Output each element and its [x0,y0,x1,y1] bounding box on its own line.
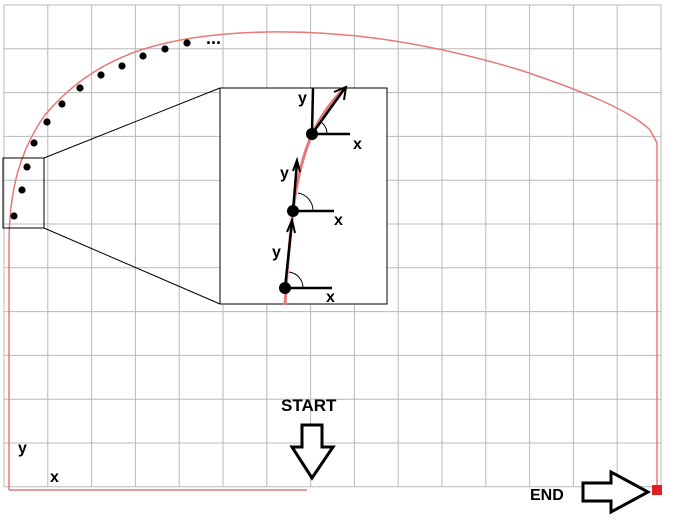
frame-2-arrowhead [292,156,301,173]
trajectory-dot [43,118,51,126]
trajectory-dot [76,84,84,92]
frame-2-heading-arrow [291,161,299,212]
zoom-inset-box [219,87,388,305]
frame-1-x-label: x [326,289,335,306]
frame-3-y-label: y [298,90,307,107]
start-label: START [281,396,337,415]
frame-1-node [279,282,291,294]
frame-1-angle-arc [288,271,304,289]
frame-2-x-label: x [334,212,343,229]
frame-2: y x [280,156,343,229]
trajectory-dot [10,212,18,220]
frame-1: y x [272,216,335,306]
end-marker [652,485,662,495]
down-arrow-icon [289,423,336,481]
frame-1-y-label: y [272,244,281,261]
trajectory-dot [118,62,126,70]
frame-3-heading-arrow [310,87,347,135]
trajectory-dot [97,71,105,79]
trajectory-dot [139,52,147,60]
trajectory-dot [183,39,191,47]
ellipsis-label: ... [206,28,221,48]
zoom-connector-bottom [43,227,221,305]
frame-2-y-label: y [280,165,289,182]
zoom-connector-top [43,87,221,159]
zoom-inset: y x y x y x [219,85,388,306]
right-arrow-icon [581,469,652,515]
trajectory-dot [18,186,26,194]
frame-3-x-label: x [353,136,362,153]
frame-1-arrowhead [286,216,296,234]
frame-3: y x [298,85,362,153]
frame-2-node [287,205,299,217]
frame-2-angle-arc [297,192,314,212]
frame-1-heading-arrow [283,221,294,289]
trajectory-dot [161,45,169,53]
y-axis-label: y [18,440,27,457]
x-axis-label: x [50,469,59,486]
trajectory-dot [23,163,31,171]
frame-3-angle-arc [320,121,328,135]
grid [3,4,662,488]
end-label: END [530,487,564,504]
trajectory-path [8,31,658,491]
frame-3-node [306,128,318,140]
frame-3-arrowhead [333,85,348,101]
frame-3-y-axis [310,87,315,135]
trajectory-dot [58,100,66,108]
dot-sequence [10,39,191,220]
zoom-source-box [2,157,45,229]
trajectory-dot [30,139,38,147]
